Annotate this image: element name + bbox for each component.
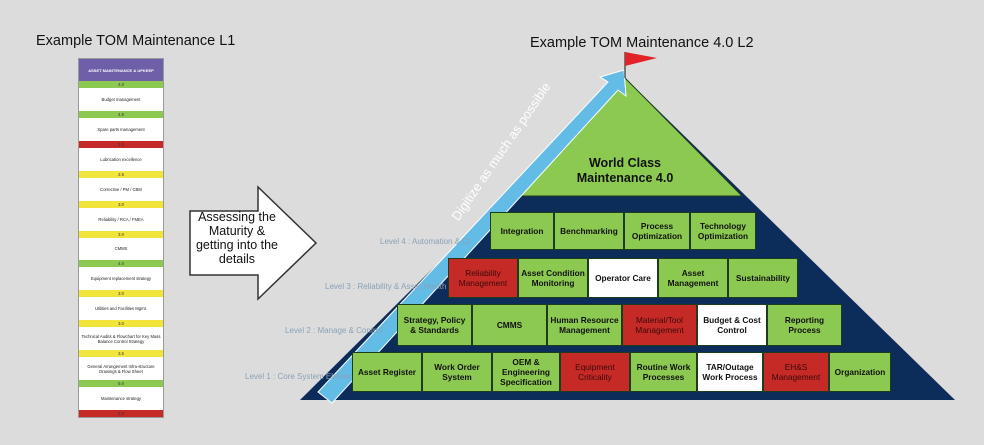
level-2-box: Strategy, Policy & Standards: [397, 304, 472, 346]
assessing-arrow-icon: [189, 185, 318, 301]
l1-item: Spare parts management: [97, 126, 145, 132]
level-2-box: Reporting Process: [767, 304, 842, 346]
l1-item: Equipment replacement strategy: [90, 276, 152, 282]
level-3-box: Operator Care: [588, 258, 658, 298]
level-2-label: Level 2 : Manage & Control: [285, 326, 382, 335]
l1-item: Budget management: [101, 96, 141, 102]
l2-title: Example TOM Maintenance 4.0 L2: [530, 35, 754, 51]
l1-score-bar: 5.0: [79, 380, 163, 388]
l1-item: Technical Audits & Flowchart for Key Mas…: [81, 333, 161, 344]
l1-item: Lubrication excellence: [100, 156, 142, 162]
l1-item: General Arrangement Infra-structure Draw…: [87, 363, 155, 374]
level-1-box: OEM & Engineering Specification: [492, 352, 560, 392]
level-1-box: EH&S Management: [763, 352, 829, 392]
l1-item: Maintenance strategy: [100, 396, 142, 402]
l1-score-bar: 2.5: [79, 170, 163, 178]
level-4-box: Benchmarking: [554, 212, 624, 250]
l1-item: Reliability / RCA / FMEA: [98, 216, 144, 222]
level-2-box: Material/Tool Management: [622, 304, 697, 346]
level-1-box: TAR/Outage Work Process: [697, 352, 763, 392]
digitize-arrow: [317, 69, 627, 404]
l1-score-bar: 3.0: [79, 290, 163, 298]
level-2-box: CMMS: [472, 304, 547, 346]
l1-item: CMMS: [114, 246, 128, 252]
level-2-box: Human Resource Management: [547, 304, 622, 346]
l1-score-bar: 2.0: [79, 409, 163, 417]
level-3-box: Reliability Management: [448, 258, 518, 298]
l1-score-bar: 3.0: [79, 320, 163, 328]
l1-score-bar: 3.0: [79, 230, 163, 238]
l1-score-bar: 4.0: [79, 81, 163, 88]
flag-icon: [625, 52, 657, 66]
level-3-box: Asset Condition Monitoring: [518, 258, 588, 298]
l1-score-bar: 3.0: [79, 200, 163, 208]
level-2-box: Budget & Cost Control: [697, 304, 767, 346]
l1-item: Corrective / PM / CBM: [100, 186, 142, 192]
level-4-box: Process Optimization: [624, 212, 690, 250]
l1-item: Utilities and Facilities Mgmt.: [95, 306, 147, 312]
level-4-label: Level 4 : Automation & CI: [380, 237, 471, 246]
level-3-box: Asset Management: [658, 258, 728, 298]
l1-score-bar: 2.0: [79, 140, 163, 148]
l1-score-bar: 4.0: [79, 260, 163, 268]
world-class-title: World Class Maintenance 4.0: [576, 156, 674, 185]
level-1-box: Organization: [829, 352, 891, 392]
l1-title: Example TOM Maintenance L1: [36, 33, 236, 49]
l1-score-bar: 3.5: [79, 350, 163, 358]
level-1-box: Routine Work Processes: [630, 352, 697, 392]
level-4-box: Technology Optimization: [690, 212, 756, 250]
level-1-box: Asset Register: [352, 352, 422, 392]
assessing-text: Assessing the Maturity & getting into th…: [195, 210, 278, 266]
level-1-box: Equipment Criticality: [560, 352, 630, 392]
level-1-box: Work Order System: [422, 352, 492, 392]
level-3-label: Level 3 : Reliability & Asset Health: [325, 282, 447, 291]
level-3-box: Sustainability: [728, 258, 798, 298]
level-1-label: Level 1 : Core System Elements: [245, 372, 360, 381]
l1-score-bar: 4.5: [79, 110, 163, 118]
l1-header: ASSET MAINTENANCE & UPKEEP: [79, 59, 163, 81]
level-4-box: Integration: [490, 212, 554, 250]
